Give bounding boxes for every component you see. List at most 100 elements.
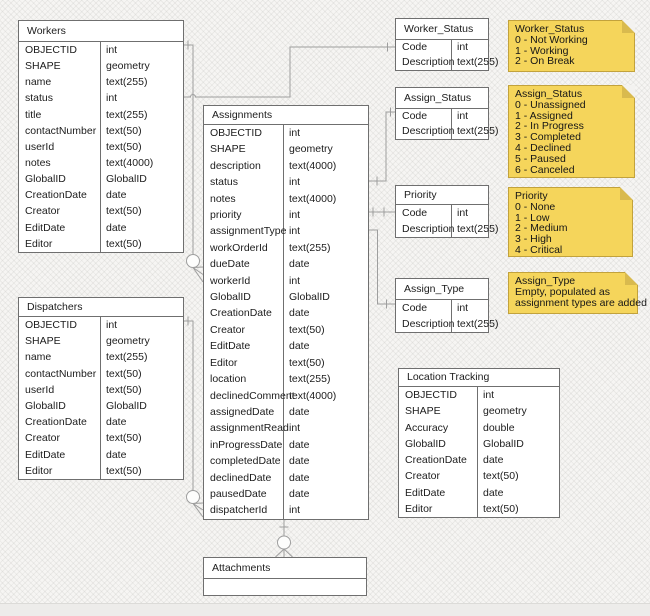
field-type: double: [483, 421, 515, 434]
field-name: userId: [19, 138, 101, 155]
field-name: Code: [396, 40, 452, 55]
field-type: date: [106, 448, 127, 461]
relationship-assignments-priority[interactable]: [367, 207, 395, 217]
field-type: text(255): [106, 76, 148, 89]
field-type: text(50): [106, 124, 142, 137]
field-name: declinedDate: [204, 469, 284, 486]
table-row: [204, 579, 366, 595]
table-title: Assign_Type: [396, 279, 488, 300]
field-name: notes: [204, 190, 284, 208]
relationship-assignments-attachments[interactable]: [275, 517, 293, 558]
field-name: SHAPE: [204, 141, 284, 158]
note-line: assignment types are added: [515, 296, 647, 309]
entity-table-attachments[interactable]: Attachments: [203, 557, 367, 596]
field-type: date: [106, 221, 127, 234]
note-line: 0 - None: [515, 200, 556, 213]
field-name: CreationDate: [19, 187, 101, 204]
field-type: int: [289, 209, 301, 222]
field-type: date: [483, 486, 504, 499]
field-name: CreationDate: [204, 305, 284, 322]
field-type: date: [289, 438, 310, 451]
field-name: Description: [396, 55, 455, 70]
field-type: GlobalID: [289, 291, 330, 304]
field-type: date: [106, 189, 127, 202]
zero-or-many-circle: [277, 535, 291, 550]
field-name: assignmentType: [204, 223, 286, 240]
field-type: date: [289, 340, 310, 353]
table-title: Assignments: [204, 106, 368, 125]
field-name: EditDate: [19, 219, 101, 236]
field-name: Creator: [204, 321, 284, 339]
field-name: EditDate: [204, 338, 284, 355]
table-row: CreationDate date: [19, 187, 183, 204]
field-name: GlobalID: [19, 397, 101, 415]
field-name: GlobalID: [399, 435, 478, 453]
field-name: CreationDate: [399, 452, 478, 469]
field-name: OBJECTID: [19, 42, 101, 59]
field-type: text(4000): [289, 192, 337, 205]
field-type: text(50): [483, 470, 519, 483]
note-line: 3 - Completed: [515, 131, 581, 144]
note-line: 2 - On Break: [515, 55, 575, 68]
note-line: 2 - In Progress: [515, 120, 584, 133]
note-line: 0 - Unassigned: [515, 98, 586, 111]
field-name: Creator: [19, 430, 101, 447]
field-type: text(50): [106, 140, 142, 153]
relationship-workers-assignments[interactable]: [182, 40, 204, 283]
field-name: [204, 579, 366, 595]
table-title: Dispatchers: [19, 298, 183, 317]
field-name: SHAPE: [19, 58, 101, 75]
field-type: text(255): [106, 351, 148, 364]
field-name: location: [204, 371, 284, 388]
field-name: Editor: [399, 501, 478, 518]
field-name: pausedDate: [204, 485, 284, 503]
field-name: CreationDate: [19, 414, 101, 431]
field-name: assignmentRead: [204, 420, 289, 437]
note-line: Empty, populated as: [515, 285, 610, 298]
relationship-dispatchers-assignments[interactable]: [182, 316, 204, 518]
relationship-assignments-assign-status[interactable]: [367, 107, 395, 186]
relationship-workers-worker-status[interactable]: [182, 42, 395, 98]
field-type: int: [289, 422, 301, 435]
relationship-assignments-assign-type[interactable]: [367, 229, 395, 309]
note-title: Worker_Status: [515, 23, 585, 35]
field-type: int: [289, 274, 301, 287]
field-type: text(4000): [289, 389, 337, 402]
field-type: int: [457, 110, 469, 122]
field-type: text(50): [106, 367, 142, 380]
field-type: text(4000): [289, 159, 337, 172]
